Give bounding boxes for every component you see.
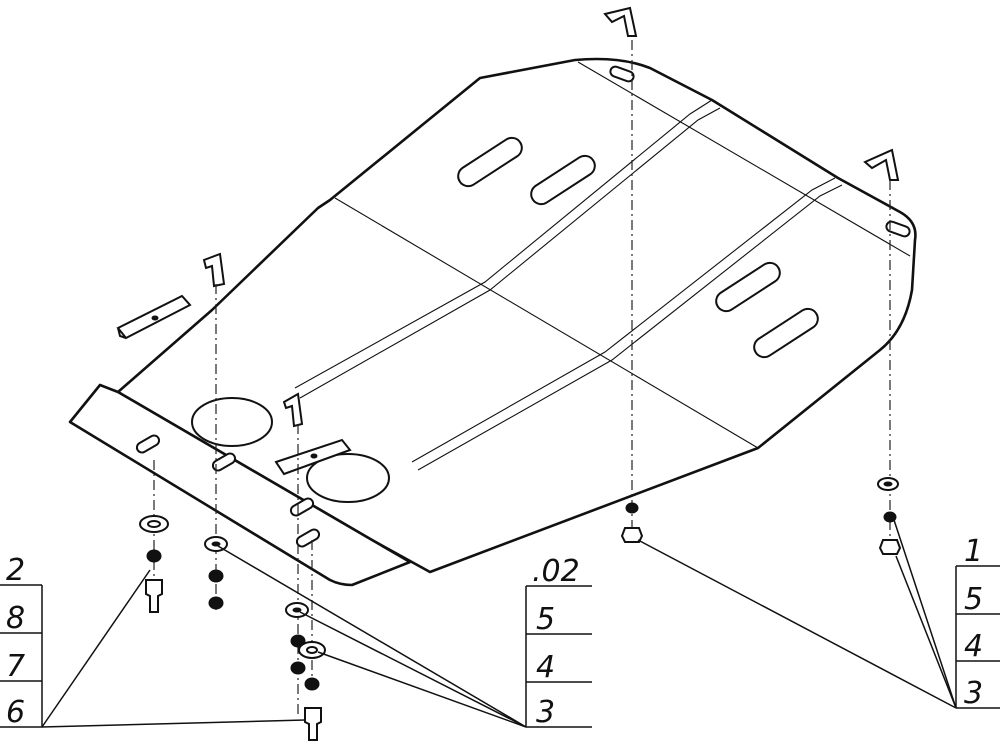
washer-hole	[211, 541, 221, 547]
washer-hole	[883, 481, 893, 487]
leader-line	[299, 611, 527, 728]
callout-table-left: 2 8 7 6	[0, 553, 43, 730]
spring-washer	[883, 511, 897, 523]
mount-slot	[211, 452, 237, 472]
washer-hole	[306, 646, 318, 654]
leader-line	[41, 569, 151, 728]
spring-washer	[208, 569, 224, 583]
callout-grid	[0, 584, 43, 728]
callout-number: 3	[536, 695, 555, 730]
mount-slot	[885, 220, 911, 238]
fasteners	[139, 477, 902, 741]
access-hole	[306, 453, 390, 503]
leader-line	[41, 719, 306, 728]
spring-washer	[290, 661, 306, 675]
spring-washer	[290, 634, 306, 648]
bolt	[145, 579, 163, 613]
vent-slot	[457, 136, 523, 188]
callout-number: 5	[964, 582, 983, 617]
clip-bracket	[863, 148, 900, 181]
vent-slot	[530, 154, 596, 206]
spring-washer	[208, 596, 224, 610]
callout-number: 4	[536, 650, 555, 685]
clip-bracket	[603, 6, 638, 37]
clip-brackets	[202, 6, 900, 428]
callout-number: 2	[6, 553, 25, 588]
mount-slot	[609, 65, 635, 83]
callout-number: 7	[6, 649, 25, 684]
spring-washer	[625, 502, 639, 514]
leader-lines	[41, 519, 957, 728]
rib-right	[411, 177, 843, 471]
rib-left	[294, 99, 721, 399]
fold-line	[334, 197, 759, 449]
callout-grid	[525, 585, 592, 728]
clip-bracket	[282, 392, 304, 428]
bracket-hole	[151, 315, 159, 321]
access-hole	[191, 397, 273, 447]
skid-plate-outline	[116, 57, 917, 574]
callout-number: 8	[6, 601, 25, 636]
callout-number: 3	[964, 676, 983, 711]
vent-slot	[753, 307, 819, 359]
callout-table-center: .02 5 4 3	[525, 554, 592, 730]
washer-hole	[147, 520, 161, 528]
clip-bracket	[202, 252, 226, 288]
leader-line	[895, 555, 957, 709]
hex-nut	[878, 539, 902, 555]
callout-number: 1	[964, 534, 983, 569]
callout-grid	[955, 565, 1000, 709]
hex-nut	[620, 527, 644, 543]
fold-line	[577, 61, 911, 257]
bolt	[304, 707, 322, 741]
spring-washer	[146, 549, 162, 563]
vent-slot	[715, 261, 781, 313]
bracket-plates	[116, 294, 352, 476]
callout-number: .02	[532, 554, 580, 589]
mount-slot	[135, 434, 161, 454]
mount-slot	[289, 497, 315, 517]
callout-table-right: 1 5 4 3	[955, 534, 1000, 711]
leader-line	[637, 539, 957, 709]
callout-number: 5	[536, 602, 555, 637]
skid-plate	[68, 57, 917, 587]
leader-line	[217, 545, 527, 728]
leader-line	[893, 519, 957, 709]
callout-number: 4	[964, 629, 983, 664]
callout-number: 6	[6, 695, 25, 730]
spring-washer	[304, 677, 320, 691]
bracket-hole	[310, 453, 318, 459]
washer-hole	[292, 607, 302, 613]
leader-line	[317, 651, 527, 728]
